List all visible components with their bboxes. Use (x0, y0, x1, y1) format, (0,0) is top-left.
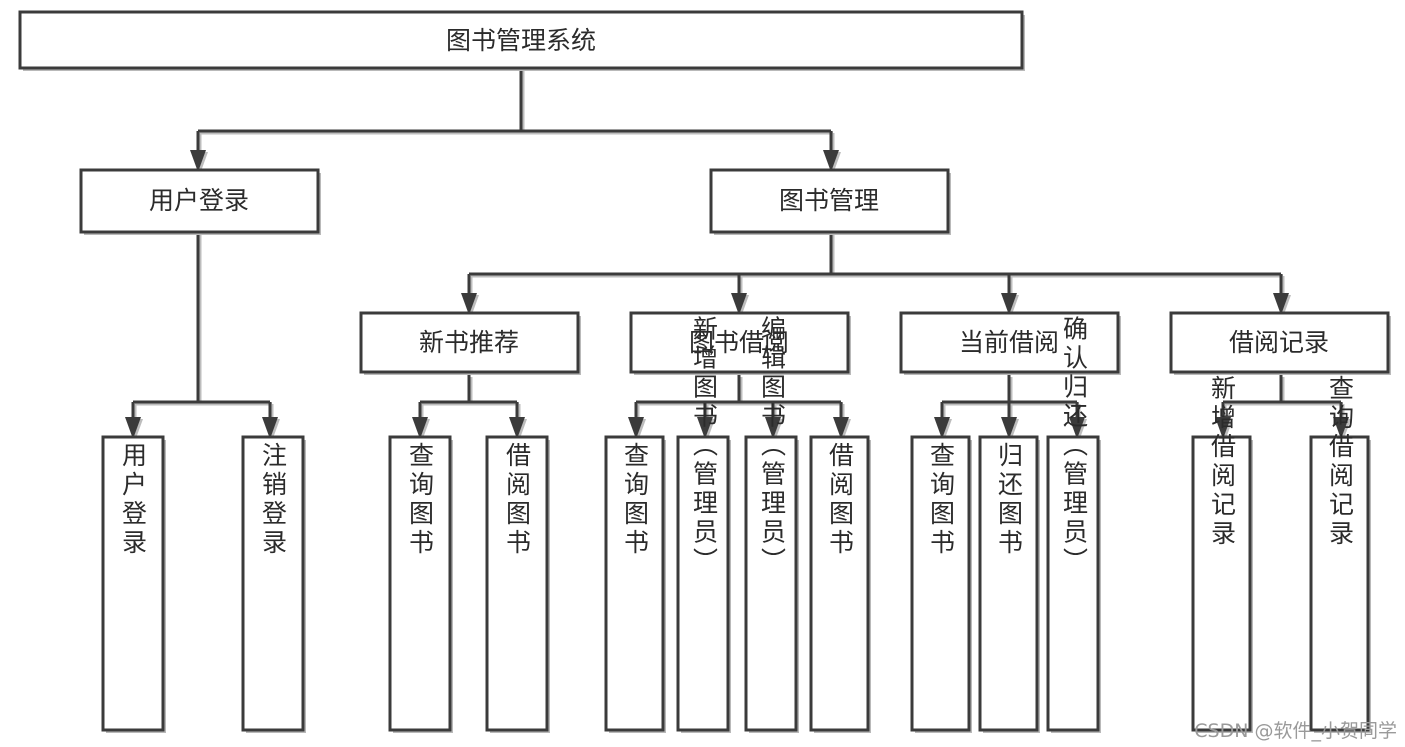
leaf-borrow-book-2-label: 借阅图书 (826, 442, 855, 558)
leaf-user-logout[interactable]: 注销登录 (241, 435, 306, 733)
node-book-borrow-label: 图书借阅 (689, 328, 789, 357)
connector-currentborrow-to-leaves (934, 375, 1087, 441)
leaf-query-book-1-label: 查询图书 (406, 442, 435, 558)
leaf-edit-book[interactable]: 编辑图书（管理员） (744, 316, 799, 734)
connector-bookborrow-to-leaves (628, 375, 851, 441)
leaf-return-book[interactable]: 归还图书 (978, 435, 1040, 733)
leaf-add-book-label: 新增图书（管理员） (690, 316, 719, 577)
connector-layer (125, 69, 1351, 441)
leaf-confirm-return-label: 确认归还（管理员） (1060, 316, 1089, 577)
leaf-user-logout-label: 注销登录 (259, 442, 288, 558)
leaf-query-book-3-label: 查询图书 (927, 442, 956, 558)
node-current-borrow[interactable]: 当前借阅 (899, 311, 1121, 375)
leaf-borrow-book-2[interactable]: 借阅图书 (809, 435, 871, 733)
node-book-borrow[interactable]: 图书借阅 (629, 311, 851, 375)
leaf-query-record[interactable]: 查询借阅记录 (1309, 375, 1371, 733)
node-user-login[interactable]: 用户登录 (79, 168, 321, 235)
leaf-query-book-2-label: 查询图书 (621, 442, 650, 558)
leaf-query-book-3[interactable]: 查询图书 (910, 435, 972, 733)
node-book-manage-label: 图书管理 (779, 186, 879, 215)
node-user-login-label: 用户登录 (149, 186, 249, 215)
leaf-add-record-label: 新增借阅记录 (1208, 375, 1237, 549)
leaf-query-book-2[interactable]: 查询图书 (604, 435, 666, 733)
leaf-query-book-1[interactable]: 查询图书 (388, 435, 453, 733)
node-borrow-record-label: 借阅记录 (1229, 328, 1329, 357)
node-current-borrow-label: 当前借阅 (959, 328, 1059, 357)
node-root[interactable]: 图书管理系统 (18, 10, 1025, 71)
connector-userlogin-to-leaves (125, 232, 280, 441)
connector-newbook-to-leaves (412, 375, 527, 441)
leaf-edit-book-label: 编辑图书（管理员） (758, 316, 787, 577)
node-borrow-record[interactable]: 借阅记录 (1169, 311, 1391, 375)
leaf-query-record-label: 查询借阅记录 (1326, 375, 1355, 549)
node-root-label: 图书管理系统 (446, 26, 596, 55)
leaf-add-record[interactable]: 新增借阅记录 (1191, 375, 1253, 733)
leaf-borrow-book-1[interactable]: 借阅图书 (485, 435, 550, 733)
node-new-book-rec-label: 新书推荐 (419, 328, 519, 357)
leaf-user-login[interactable]: 用户登录 (101, 435, 166, 733)
node-book-manage[interactable]: 图书管理 (709, 168, 951, 235)
leaf-confirm-return[interactable]: 确认归还（管理员） (1046, 316, 1101, 734)
leaf-user-login-label: 用户登录 (119, 442, 148, 558)
connector-bookmanage-to-level3 (461, 232, 1291, 317)
leaf-add-book[interactable]: 新增图书（管理员） (676, 316, 731, 734)
node-new-book-rec[interactable]: 新书推荐 (359, 311, 581, 375)
connector-root-to-level2 (190, 69, 841, 174)
leaf-borrow-book-1-label: 借阅图书 (503, 442, 532, 558)
leaf-return-book-label: 归还图书 (995, 442, 1024, 558)
connector-borrowrecord-to-leaves (1215, 375, 1351, 441)
